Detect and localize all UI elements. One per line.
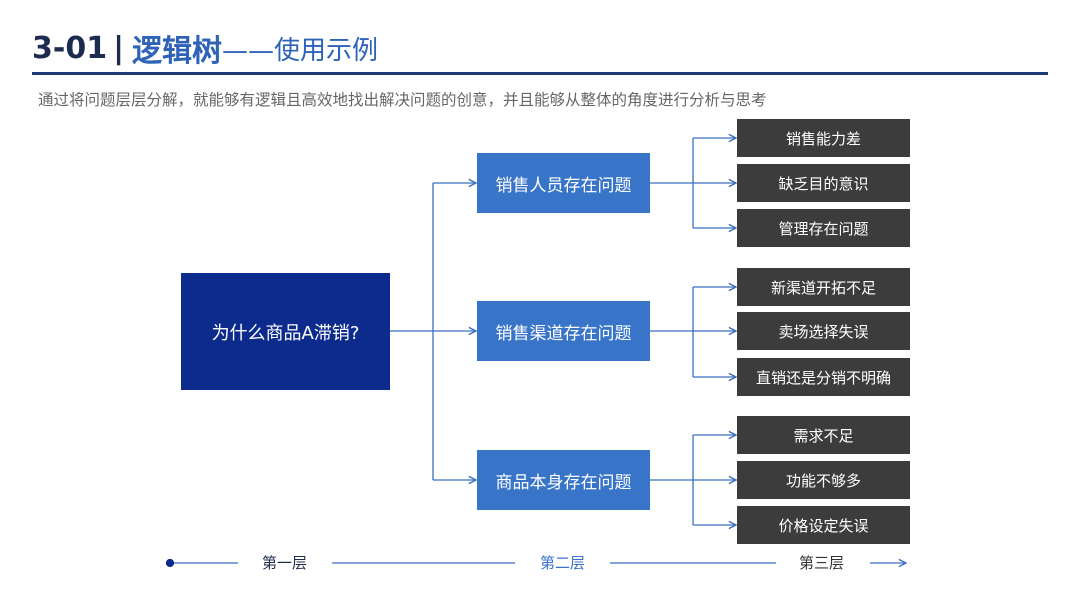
leaf-node: 管理存在问题 [737,209,910,247]
root-node: 为什么商品A滞销? [181,273,390,390]
level-label-first: 第一层 [262,554,308,572]
title-sub: ——使用示例 [222,35,379,66]
slide-title: 3-01 | 逻辑树 ——使用示例 [32,28,379,70]
title-main: 逻辑树 [132,34,223,69]
title-underline [32,72,1048,75]
leaf-node: 价格设定失误 [737,506,910,544]
level-axis-start-dot [165,558,175,568]
leaf-node: 需求不足 [737,416,910,454]
leaf-node: 新渠道开拓不足 [737,268,910,306]
leaf-node: 卖场选择失误 [737,312,910,350]
leaf-node: 缺乏目的意识 [737,164,910,202]
title-number: 3-01 [32,30,108,66]
title-separator: | [113,30,125,66]
leaf-node: 功能不够多 [737,461,910,499]
level-label-second: 第二层 [540,554,586,572]
level-label-third: 第三层 [799,554,845,572]
branch-node-sales-staff: 销售人员存在问题 [477,153,650,213]
slide-description: 通过将问题层层分解，就能够有逻辑且高效地找出解决问题的创意，并且能够从整体的角度… [38,91,767,109]
leaf-node: 直销还是分销不明确 [737,358,910,396]
branch-node-product: 商品本身存在问题 [477,450,650,510]
leaf-node: 销售能力差 [737,119,910,157]
branch-node-sales-channel: 销售渠道存在问题 [477,301,650,361]
